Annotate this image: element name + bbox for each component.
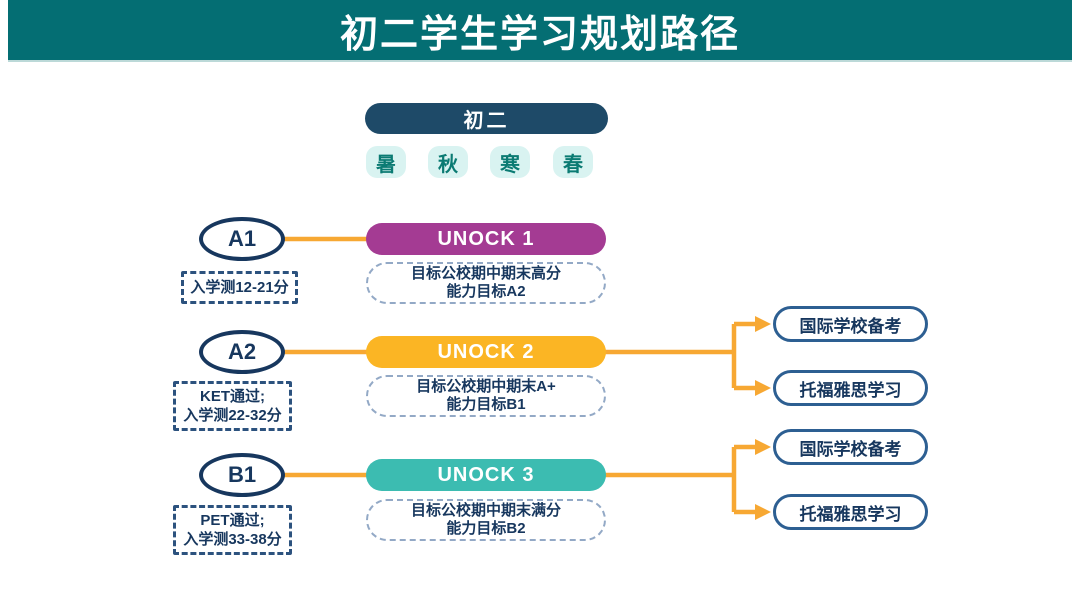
season-badge-spring: 春 bbox=[553, 146, 593, 178]
requirement-line2: 入学测22-32分 bbox=[183, 407, 282, 424]
level-oval-a2: A2 bbox=[199, 330, 285, 374]
goal-line2: 能力目标B2 bbox=[446, 520, 526, 537]
unlock2-pill: UNOCK 2 bbox=[366, 336, 606, 368]
requirement-line1: KET通过; bbox=[200, 388, 265, 405]
season-badge-autumn: 秋 bbox=[428, 146, 468, 178]
requirement-box-a1: 入学测12-21分 bbox=[181, 271, 298, 304]
branch-pill-toefl-ielts-2: 托福雅思学习 bbox=[773, 494, 928, 530]
level-oval-a1: A1 bbox=[199, 217, 285, 261]
branch-pill-toefl-ielts-1: 托福雅思学习 bbox=[773, 370, 928, 406]
requirement-line2: 入学测33-38分 bbox=[183, 531, 282, 548]
branch-pill-intl-school-2: 国际学校备考 bbox=[773, 429, 928, 465]
requirement-box-a2: KET通过; 入学测22-32分 bbox=[173, 381, 292, 431]
level-oval-b1: B1 bbox=[199, 453, 285, 497]
goal-box-unlock2: 目标公校期中期末A+ 能力目标B1 bbox=[366, 375, 606, 417]
goal-box-unlock3: 目标公校期中期末满分 能力目标B2 bbox=[366, 499, 606, 541]
season-badge-winter: 寒 bbox=[490, 146, 530, 178]
requirement-box-b1: PET通过; 入学测33-38分 bbox=[173, 505, 292, 555]
goal-line1: 目标公校期中期末A+ bbox=[416, 378, 556, 395]
requirement-line1: PET通过; bbox=[200, 512, 265, 529]
page-title: 初二学生学习规划路径 bbox=[339, 13, 740, 56]
goal-line1: 目标公校期中期末满分 bbox=[410, 502, 561, 519]
arrowhead-unlock2-bottom bbox=[755, 380, 771, 396]
goal-line1: 目标公校期中期末高分 bbox=[410, 265, 561, 282]
header-bar: 初二学生学习规划路径 bbox=[8, 0, 1072, 62]
goal-line2: 能力目标B1 bbox=[446, 396, 526, 413]
connector-unlock2-branch bbox=[602, 321, 756, 391]
requirement-text: 入学测12-21分 bbox=[190, 279, 289, 296]
season-badge-summer: 暑 bbox=[366, 146, 406, 178]
arrowhead-unlock3-top bbox=[755, 439, 771, 455]
arrowhead-unlock2-top bbox=[755, 316, 771, 332]
arrowhead-unlock3-bottom bbox=[755, 504, 771, 520]
unlock1-pill: UNOCK 1 bbox=[366, 223, 606, 255]
connector-unlock3-branch bbox=[602, 444, 756, 515]
goal-line2: 能力目标A2 bbox=[446, 283, 526, 300]
branch-pill-intl-school-1: 国际学校备考 bbox=[773, 306, 928, 342]
grade-pill: 初二 bbox=[365, 103, 608, 134]
goal-box-unlock1: 目标公校期中期末高分 能力目标A2 bbox=[366, 262, 606, 304]
unlock3-pill: UNOCK 3 bbox=[366, 459, 606, 491]
